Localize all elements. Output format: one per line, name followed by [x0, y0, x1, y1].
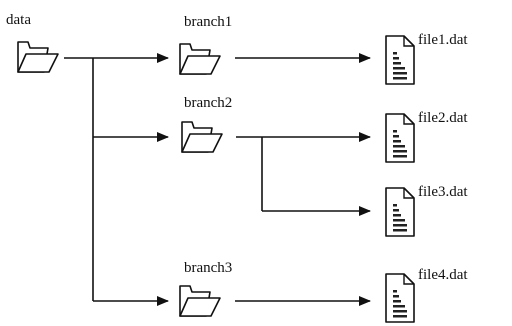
root-folder-icon — [17, 41, 59, 73]
branch1-label: branch1 — [184, 14, 232, 30]
file4-icon — [385, 273, 415, 323]
branch1-folder-icon — [179, 43, 221, 75]
branch2-folder-icon — [181, 121, 223, 153]
file1-icon — [385, 35, 415, 85]
file3-icon — [385, 187, 415, 237]
root-label: data — [6, 12, 31, 28]
branch2-connectors — [236, 132, 371, 216]
branch3-folder-icon — [179, 285, 221, 317]
branch2-label: branch2 — [184, 95, 232, 111]
file2-icon — [385, 113, 415, 163]
file4-label: file4.dat — [418, 267, 468, 283]
branch3-label: branch3 — [184, 260, 232, 276]
root-connectors — [64, 53, 169, 306]
file1-label: file1.dat — [418, 32, 468, 48]
file3-label: file3.dat — [418, 184, 468, 200]
file2-label: file2.dat — [418, 110, 468, 126]
